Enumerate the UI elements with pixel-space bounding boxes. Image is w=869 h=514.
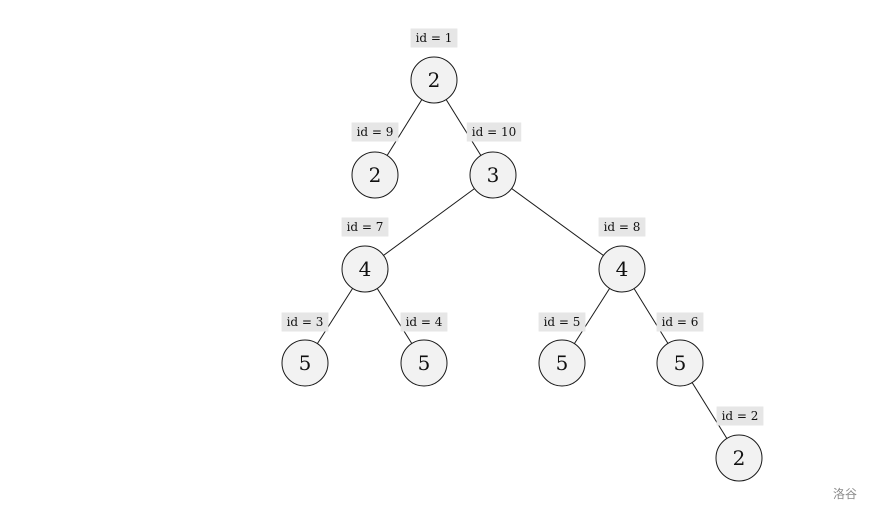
id-label-box [281,312,329,332]
id-label: id = 9 [351,122,399,142]
id-label-text: id = 5 [544,315,581,329]
node-circle [715,434,763,482]
id-label-box [410,28,458,48]
node-circle [469,151,517,199]
id-label: id = 1 [410,28,458,48]
id-label-box [466,122,522,142]
node-value: 3 [487,163,500,187]
node-value: 2 [369,163,382,187]
tree-node: 4 [341,245,389,293]
id-label: id = 7 [341,217,389,237]
tree-node: 2 [410,56,458,104]
id-label-text: id = 9 [357,125,394,139]
node-value: 4 [616,257,629,281]
id-label: id = 5 [538,312,586,332]
node-circle [281,339,329,387]
id-label: id = 3 [281,312,329,332]
id-label-box [598,217,646,237]
id-label: id = 8 [598,217,646,237]
node-value: 5 [299,351,312,375]
id-labels-layer: id = 1 id = 9 id = 10 id = 7 id = 8 id = 3 id … [281,28,764,426]
id-label-text: id = 7 [347,220,384,234]
tree-node: 4 [598,245,646,293]
node-value: 2 [733,446,746,470]
id-label: id = 2 [716,406,764,426]
node-value: 5 [556,351,569,375]
id-label-text: id = 6 [662,315,699,329]
id-label-box [538,312,586,332]
watermark-logo: 洛谷 [832,487,857,501]
tree-node: 5 [656,339,704,387]
node-circle [598,245,646,293]
id-label: id = 10 [466,122,522,142]
id-label-text: id = 8 [604,220,641,234]
tree-node: 2 [351,151,399,199]
node-circle [538,339,586,387]
node-value: 2 [428,68,441,92]
node-value: 4 [359,257,372,281]
id-label-text: id = 2 [722,409,759,423]
tree-node: 3 [469,151,517,199]
id-label-box [716,406,764,426]
id-label-box [400,312,448,332]
tree-node: 2 [715,434,763,482]
nodes-layer: 2 2 3 4 4 5 5 5 5 2 [281,56,763,482]
node-value: 5 [418,351,431,375]
tree-edge [364,174,494,270]
id-label: id = 4 [400,312,448,332]
tree-edge [492,174,623,270]
id-label-text: id = 10 [472,125,516,139]
node-value: 5 [674,351,687,375]
tree-node: 5 [538,339,586,387]
node-circle [410,56,458,104]
id-label-text: id = 3 [287,315,324,329]
node-circle [351,151,399,199]
node-circle [400,339,448,387]
tree-node: 5 [281,339,329,387]
node-circle [656,339,704,387]
id-label-text: id = 1 [416,31,453,45]
id-label-box [341,217,389,237]
id-label-box [656,312,704,332]
id-label-box [351,122,399,142]
id-label: id = 6 [656,312,704,332]
tree-node: 5 [400,339,448,387]
id-label-text: id = 4 [406,315,443,329]
node-circle [341,245,389,293]
